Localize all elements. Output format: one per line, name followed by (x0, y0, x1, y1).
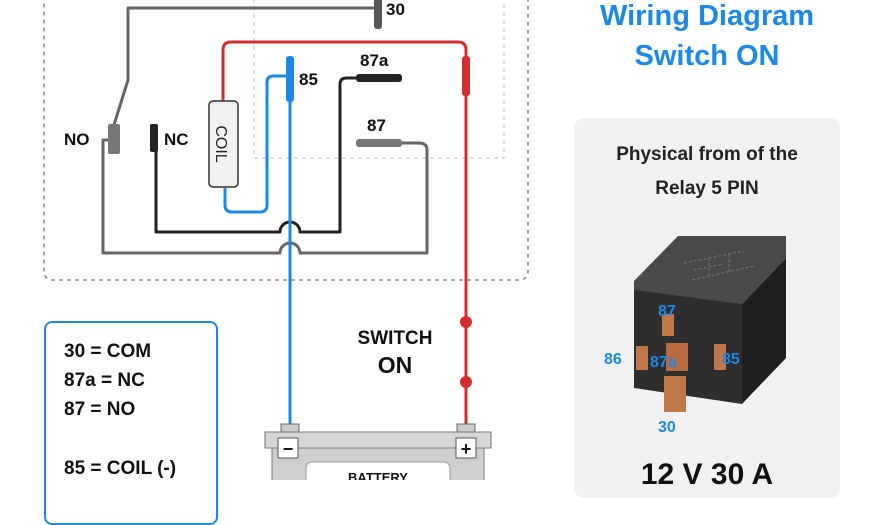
no-label: NO (64, 130, 90, 149)
relay-photo: 87 86 87a 85 30 (604, 236, 786, 436)
battery-plus-box (455, 437, 477, 459)
pin-87-terminal (356, 139, 402, 147)
nc-label: NC (164, 130, 189, 149)
title-line-1: Wiring Diagram (599, 0, 815, 32)
pin-30-label: 30 (386, 0, 405, 19)
legend-line-com: 30 = COM (64, 341, 152, 362)
relay-pin-85-label: 85 (722, 351, 740, 368)
legend-line-nc: 87a = NC (64, 370, 145, 391)
battery-minus-sign: − (283, 439, 294, 459)
switch-contact-top (460, 316, 472, 328)
physical-relay-card: Physical from of the Relay 5 PIN 87 86 8… (574, 118, 840, 498)
no-terminal (108, 124, 120, 154)
battery-label: BATTERY (348, 470, 408, 480)
coil-label: COIL (212, 125, 229, 162)
wire-com-gray (111, 6, 378, 129)
relay-spec: 12 V 30 A (640, 458, 774, 491)
battery-label-plate (305, 461, 451, 480)
relay-pin-87a-label: 87a (650, 354, 677, 371)
switch-contact-bottom (460, 376, 472, 388)
battery-minus-box (277, 437, 299, 459)
relay-outline-inner (253, 0, 505, 159)
relay-top-schematic (683, 250, 755, 281)
battery-plus-sign: + (461, 439, 472, 459)
battery: − + BATTERY (264, 423, 492, 480)
pin-87-label: 87 (367, 116, 386, 135)
relay-pin-30-copper (664, 376, 686, 412)
relay-pin-87-label: 87 (658, 303, 676, 320)
pin-87a-terminal (356, 74, 402, 82)
wire-nc-black (154, 76, 365, 234)
coil-box (208, 100, 239, 188)
relay-top-face (634, 236, 786, 304)
physical-title-line-1: Physical from of the (616, 144, 798, 165)
relay-pin-30-label: 30 (658, 419, 676, 436)
relay-pin-86-copper (636, 346, 648, 370)
wire-no-gray (101, 138, 429, 255)
legend-line-coil: 85 = COIL (-) (64, 458, 177, 479)
relay-outline-outer (43, 0, 529, 281)
legend-line-no: 87 = NO (64, 399, 136, 420)
wiring-diagram: COIL 30 85 87a 87 NO NC − + BATTERY (43, 0, 529, 480)
pin-85-terminal (286, 56, 294, 102)
relay-side-face (742, 258, 786, 404)
nc-terminal (150, 124, 158, 152)
pin-87a-label: 87a (360, 51, 389, 70)
pin-legend: 30 = COM 87a = NC 87 = NO 85 = COIL (-) (44, 321, 218, 525)
pin-85-label: 85 (299, 70, 318, 89)
relay-pin-87-copper (662, 314, 674, 336)
wire-positive-red (221, 40, 468, 318)
relay-pin-86-label: 86 (604, 351, 622, 368)
red-terminal (462, 56, 470, 96)
switch-state-label: ON (377, 352, 413, 378)
pin-30-terminal (374, 0, 382, 29)
wire-negative-blue (223, 74, 289, 214)
relay-pin-85-copper (714, 344, 726, 370)
relay-pin-87a-copper (666, 343, 688, 371)
switch-label: SWITCH (357, 328, 433, 349)
title-line-2: Switch ON (634, 40, 780, 72)
physical-title-line-2: Relay 5 PIN (655, 178, 759, 199)
